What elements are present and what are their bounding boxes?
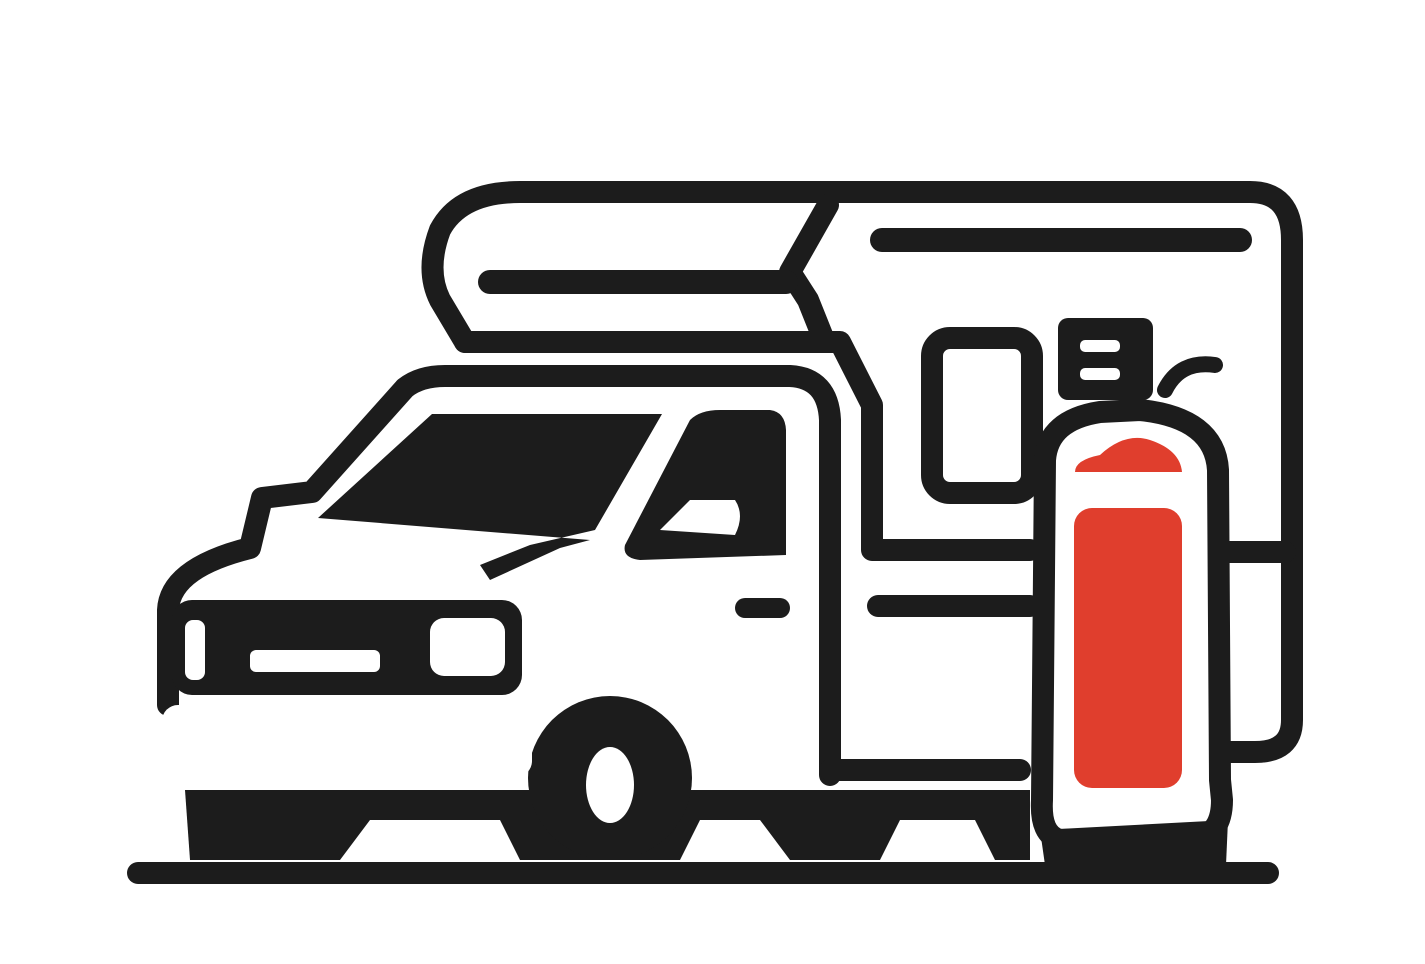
valve-body (1058, 318, 1153, 400)
cylinder-red-band (1074, 508, 1182, 788)
grille-bar (250, 650, 380, 672)
overhang-stripe (478, 270, 798, 294)
roof-stripe (870, 228, 1252, 252)
cylinder-red-dome (1075, 437, 1182, 472)
front-bumper (162, 705, 532, 777)
cylinder-base (1040, 820, 1228, 865)
valve-stripe-top (1080, 340, 1120, 352)
ground-line (127, 862, 1279, 884)
windshield (318, 414, 662, 580)
gas-cylinder (1030, 318, 1233, 865)
door-handle (735, 598, 790, 618)
left-headlight (185, 620, 205, 680)
chassis-gap-middle (680, 820, 790, 860)
chassis-gap-front (340, 820, 520, 860)
camper-body-outline (421, 181, 1303, 763)
valve-stripe-bottom (1080, 368, 1120, 380)
chassis-gap-rear (880, 820, 995, 860)
cab-outline (157, 365, 841, 786)
valve-handle (1157, 356, 1223, 398)
side-window-glass (660, 500, 740, 535)
overhang-divider (779, 194, 839, 346)
right-headlight (430, 618, 505, 676)
overhang-bottom (454, 331, 1041, 561)
camper-window (921, 327, 1043, 504)
side-window (624, 410, 786, 560)
wheel-hub (586, 747, 634, 823)
